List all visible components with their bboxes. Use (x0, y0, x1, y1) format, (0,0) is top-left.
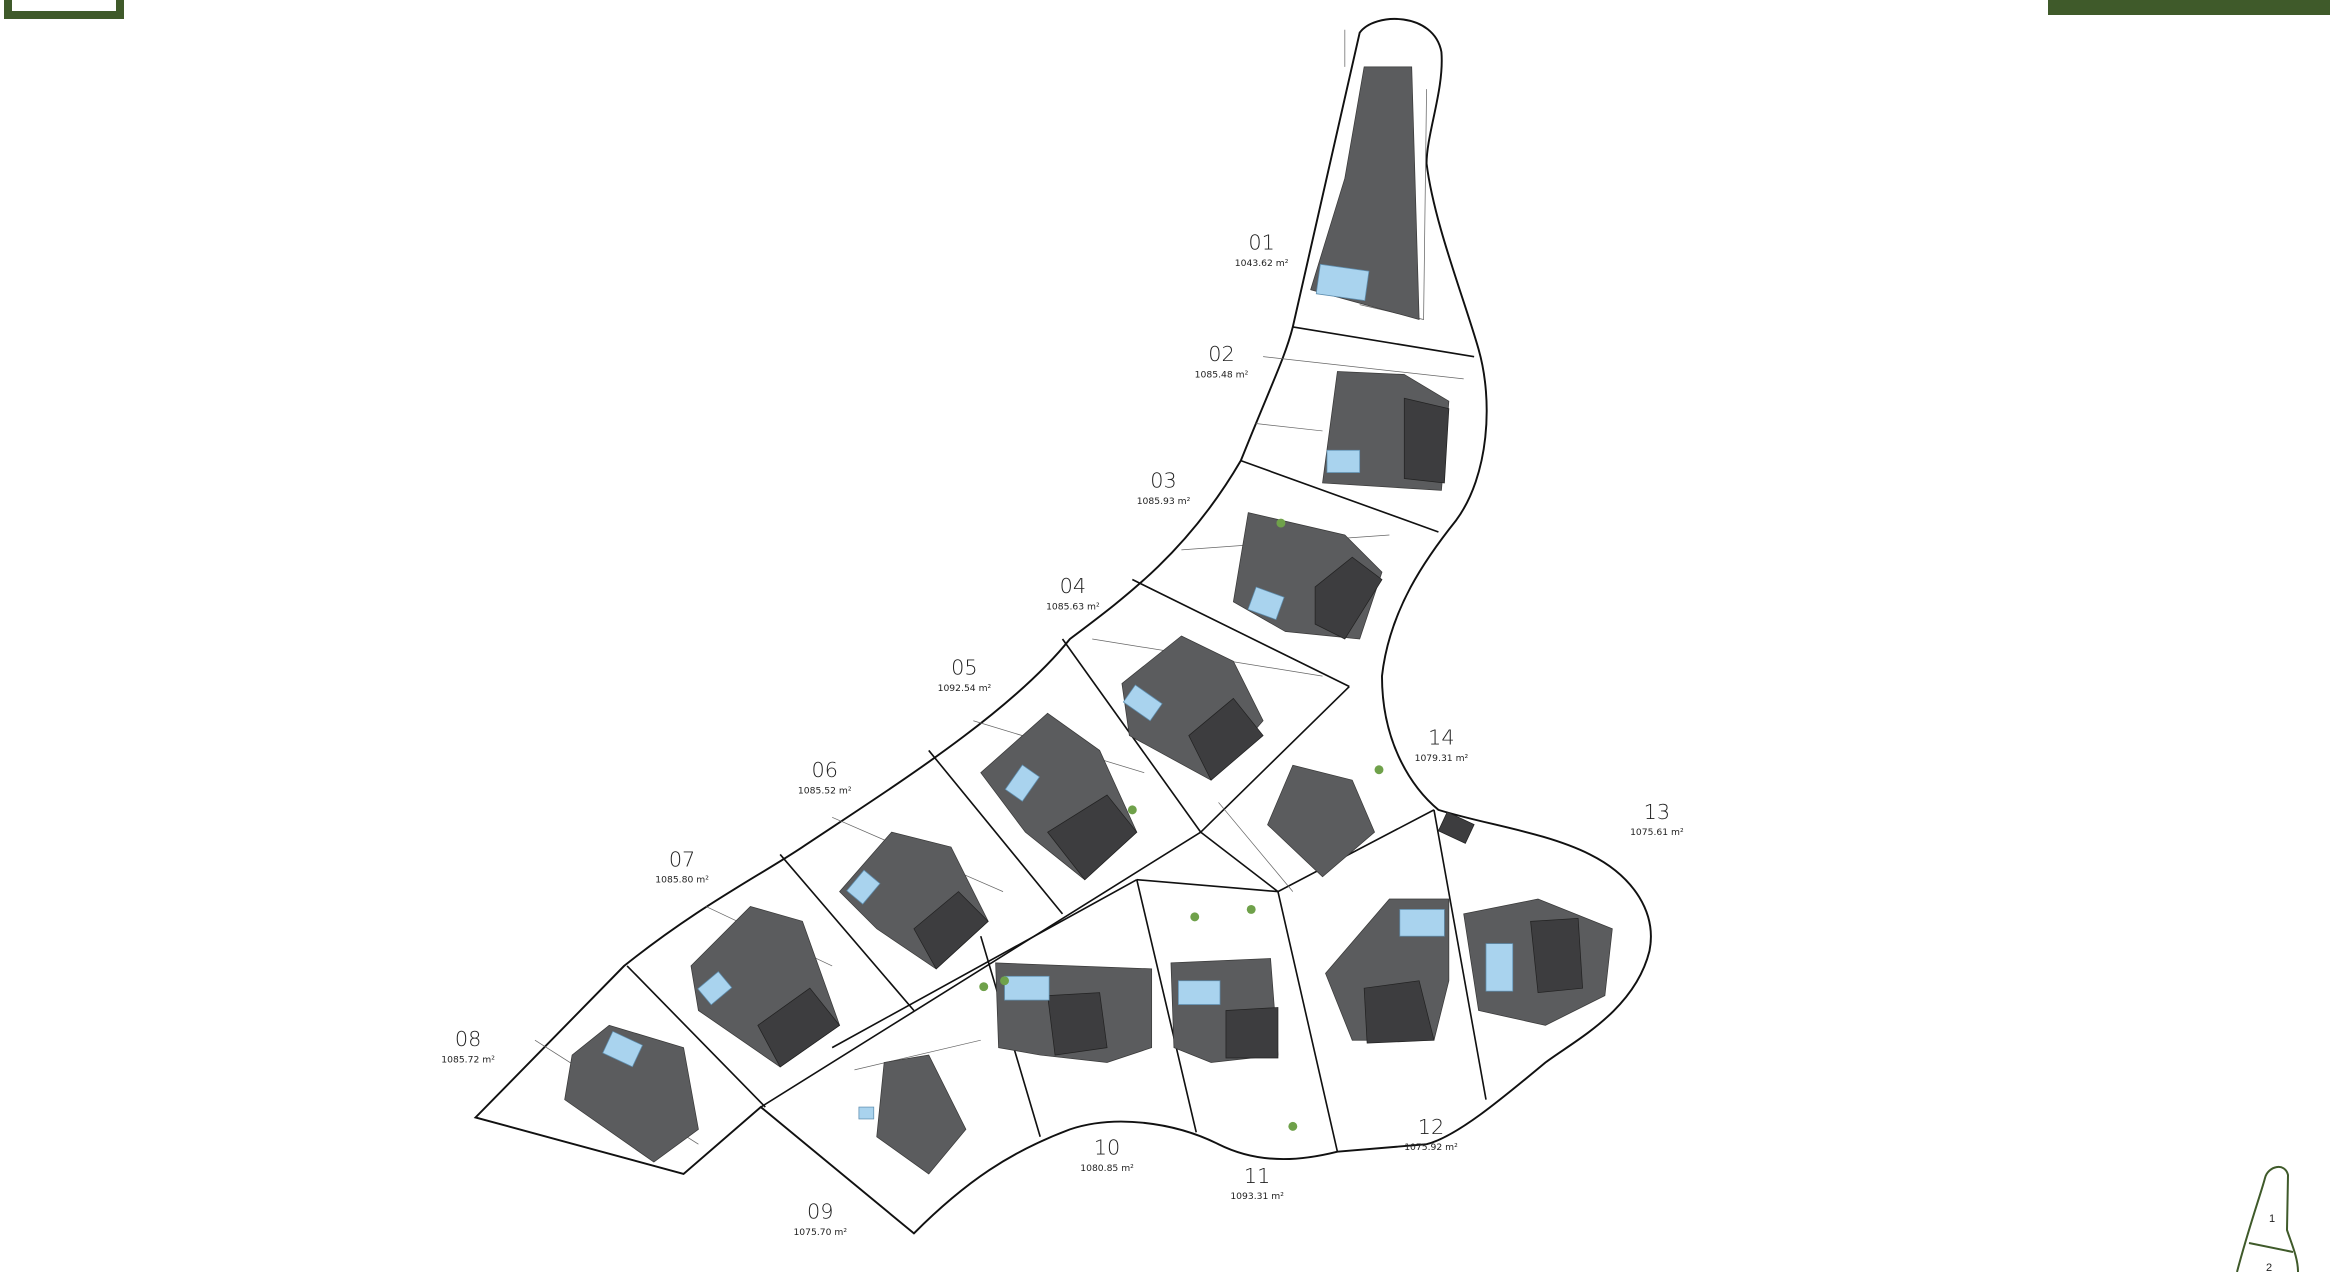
plot-number: 14 (1428, 725, 1454, 749)
plot-number: 12 (1418, 1115, 1444, 1139)
house-09 (876, 1054, 967, 1175)
trees (979, 518, 1384, 1131)
plot-area: 1043.62 m² (1235, 258, 1289, 269)
key-map: 1 2 (2236, 1166, 2299, 1272)
top-right-bar (2048, 0, 2330, 15)
plot-number: 10 (1094, 1136, 1120, 1160)
plot-area: 1085.52 m² (798, 786, 852, 797)
plot-area: 1079.31 m² (1415, 753, 1469, 764)
pool-10 (1004, 975, 1050, 1001)
key-zone-label: 1 (2269, 1213, 2275, 1225)
plot-area: 1075.61 m² (1630, 827, 1684, 838)
house-08 (564, 1024, 699, 1163)
plot-area: 1085.48 m² (1195, 369, 1249, 380)
plot-number: 11 (1244, 1164, 1270, 1188)
plot-number: 05 (951, 656, 977, 680)
pool-13 (1485, 943, 1514, 992)
site-boundary (473, 17, 1652, 1235)
plot-number: 13 (1644, 800, 1670, 824)
plot-number: 02 (1208, 342, 1234, 366)
house-14 (1267, 764, 1375, 878)
plot-area: 1085.72 m² (441, 1054, 495, 1065)
pool-11 (1178, 980, 1221, 1005)
houses (564, 66, 1613, 1175)
plot-area: 1080.85 m² (1080, 1163, 1134, 1174)
plot-area: 1075.70 m² (793, 1227, 847, 1238)
pool-01 (1315, 263, 1370, 301)
pool-12 (1399, 909, 1445, 937)
plot-number: 03 (1150, 468, 1176, 492)
plot-number: 06 (811, 758, 837, 782)
key-zone-label: 2 (2266, 1262, 2272, 1272)
plot-number: 09 (807, 1200, 833, 1224)
top-left-frame (4, 0, 124, 19)
plot-number: 08 (455, 1027, 481, 1051)
plot-area: 1085.80 m² (655, 875, 709, 886)
plot-number: 04 (1060, 574, 1086, 598)
plot-area: 1085.93 m² (1137, 496, 1191, 507)
plot-number: 01 (1248, 231, 1274, 255)
house-05 (980, 712, 1138, 881)
plot-area: 1092.54 m² (938, 683, 992, 694)
plot-dividers (626, 326, 1487, 1152)
house-01 (1310, 66, 1420, 320)
plot-area: 1085.63 m² (1046, 601, 1100, 612)
plot-labels: 01 1043.62 m² 02 1085.48 m² 03 1085.93 m… (441, 231, 1684, 1238)
plot-number: 07 (669, 847, 695, 871)
plot-area: 1093.31 m² (1230, 1191, 1284, 1202)
plot-area: 1075.92 m² (1404, 1142, 1458, 1153)
